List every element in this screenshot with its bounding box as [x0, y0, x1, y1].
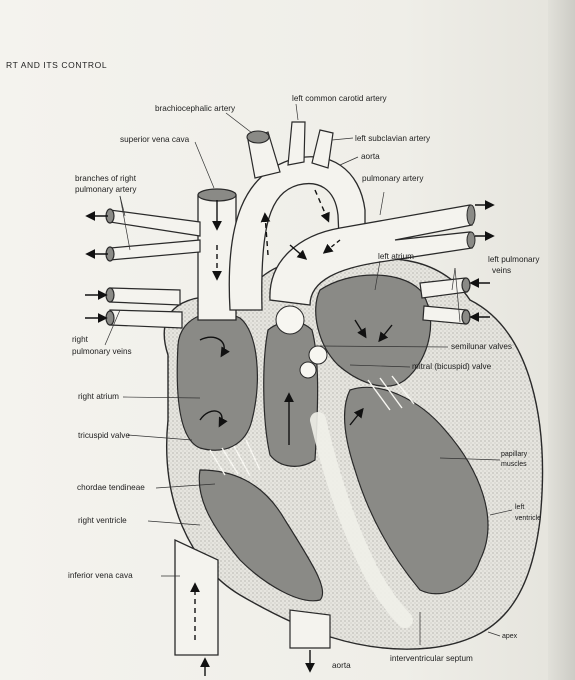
label-left-common-carotid-artery: left common carotid artery [292, 94, 388, 103]
label-left-subclavian-artery: left subclavian artery [355, 134, 431, 143]
label-right-ventricle: right ventricle [78, 516, 127, 525]
label-left-pulmonary-veins-2: veins [492, 266, 511, 275]
label-apex: apex [502, 633, 518, 640]
superior-vena-cava-opening [198, 189, 236, 201]
label-right-atrium: right atrium [78, 392, 119, 401]
descending-aorta [290, 610, 330, 648]
label-left-pulmonary-veins-1: left pulmonary [488, 255, 540, 264]
label-tricuspid-valve: tricuspid valve [78, 431, 130, 440]
label-brachiocephalic-artery: brachiocephalic artery [155, 104, 236, 113]
label-right-pulmonary-veins-2: pulmonary veins [72, 347, 132, 356]
label-superior-vena-cava: superior vena cava [120, 135, 190, 144]
label-aorta-top: aorta [361, 152, 380, 161]
label-papillary-muscles-2: muscles [501, 461, 527, 468]
right-ventricle-outflow [264, 322, 318, 467]
label-right-pulmonary-veins-1: right [72, 335, 89, 344]
right-atrium-chamber [177, 312, 257, 450]
right-pulmonary-veins [106, 288, 182, 328]
left-pulmonary-branch-end-1 [467, 205, 475, 225]
label-pulmonary-artery: pulmonary artery [362, 174, 424, 183]
left-common-carotid-artery [288, 122, 305, 165]
right-pulmonary-artery-branches [106, 209, 200, 261]
label-chordae-tendineae: chordae tendineae [77, 483, 145, 492]
brachiocephalic-opening [247, 131, 269, 143]
label-left-ventricle-2: ventricle [515, 515, 541, 522]
label-papillary-muscles-1: papillary [501, 451, 528, 458]
label-aorta-bottom: aorta [332, 661, 351, 670]
label-inferior-vena-cava: inferior vena cava [68, 571, 133, 580]
inferior-vena-cava [175, 540, 218, 655]
left-pulmonary-branch-end-2 [467, 232, 475, 248]
label-left-atrium: left atrium [378, 252, 414, 261]
label-branches-right-pulmonary-artery-2: pulmonary artery [75, 185, 137, 194]
label-interventricular-septum: interventricular septum [390, 654, 473, 663]
label-left-ventricle-1: left [515, 504, 524, 511]
label-branches-right-pulmonary-artery-1: branches of right [75, 174, 137, 183]
label-mitral-valve: mitral (bicuspid) valve [412, 362, 492, 371]
label-semilunar-valves: semilunar valves [451, 342, 512, 351]
